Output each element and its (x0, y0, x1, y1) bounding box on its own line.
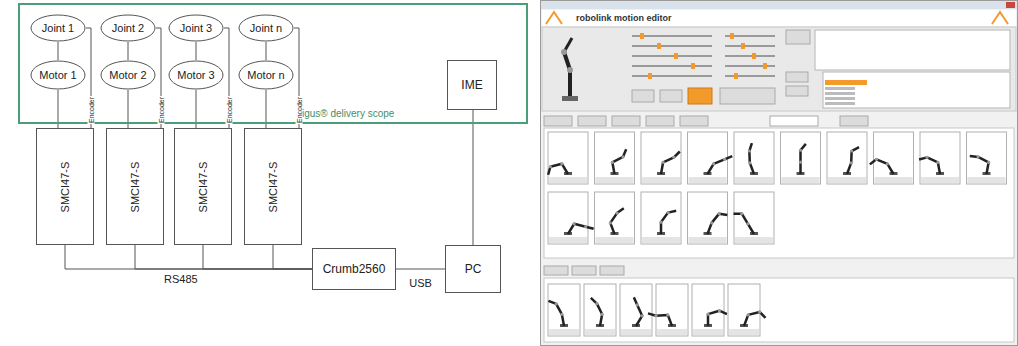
node-label: Motor 2 (109, 69, 146, 81)
node-label: Motor 3 (177, 69, 214, 81)
connector-line (58, 42, 59, 60)
node-label: PC (465, 262, 482, 276)
ellipse-node: Motor 1 (30, 60, 86, 90)
node-label: Joint 2 (112, 22, 144, 34)
component-box: IME (447, 60, 497, 110)
edge-label: Encoder (88, 96, 95, 124)
edge-label: Encoder (158, 96, 165, 124)
window-title: robolink motion editor (576, 13, 672, 23)
connector-line (135, 245, 312, 269)
connector-line (196, 42, 197, 60)
node-label: Joint n (250, 22, 282, 34)
component-box: Crumb2560 (312, 248, 396, 290)
node-label: Motor n (247, 69, 284, 81)
component-box: SMCI47-S (244, 128, 302, 245)
node-label: SMCI47-S (197, 161, 209, 212)
connector-line (203, 245, 312, 269)
scope-frame: igus® delivery scope Joint 1 Motor 1 Joint … (18, 3, 528, 124)
node-label: Crumb2560 (323, 262, 386, 276)
ellipse-node: Joint 2 (100, 14, 156, 42)
scope-label: igus® delivery scope (302, 108, 394, 119)
ellipse-node: Joint n (238, 14, 294, 42)
connector-line (273, 245, 312, 269)
component-box: SMCI47-S (174, 128, 232, 245)
connector-line (65, 245, 312, 269)
node-label: SMCI47-S (267, 161, 279, 212)
node-label: Motor 1 (39, 69, 76, 81)
connector-line (473, 110, 474, 245)
edge-label: Encoder (226, 96, 233, 124)
component-box: SMCI47-S (106, 128, 164, 245)
node-label: Joint 3 (180, 22, 212, 34)
edge-label: USB (408, 278, 433, 289)
edge-label: Encoder (296, 96, 303, 124)
bus-label: RS485 (164, 273, 198, 285)
node-label: SMCI47-S (59, 161, 71, 212)
connector-line (266, 42, 267, 60)
node-label: IME (461, 78, 482, 92)
connector-line (128, 42, 129, 60)
node-label: Joint 1 (42, 22, 74, 34)
ellipse-node: Joint 1 (30, 14, 86, 42)
ellipse-node: Motor n (238, 60, 294, 90)
ellipse-node: Motor 2 (100, 60, 156, 90)
ellipse-node: Joint 3 (168, 14, 224, 42)
connector-line (396, 269, 445, 270)
node-label: SMCI47-S (129, 161, 141, 212)
ellipse-node: Motor 3 (168, 60, 224, 90)
component-box: SMCI47-S (36, 128, 94, 245)
component-box: PC (445, 245, 501, 293)
